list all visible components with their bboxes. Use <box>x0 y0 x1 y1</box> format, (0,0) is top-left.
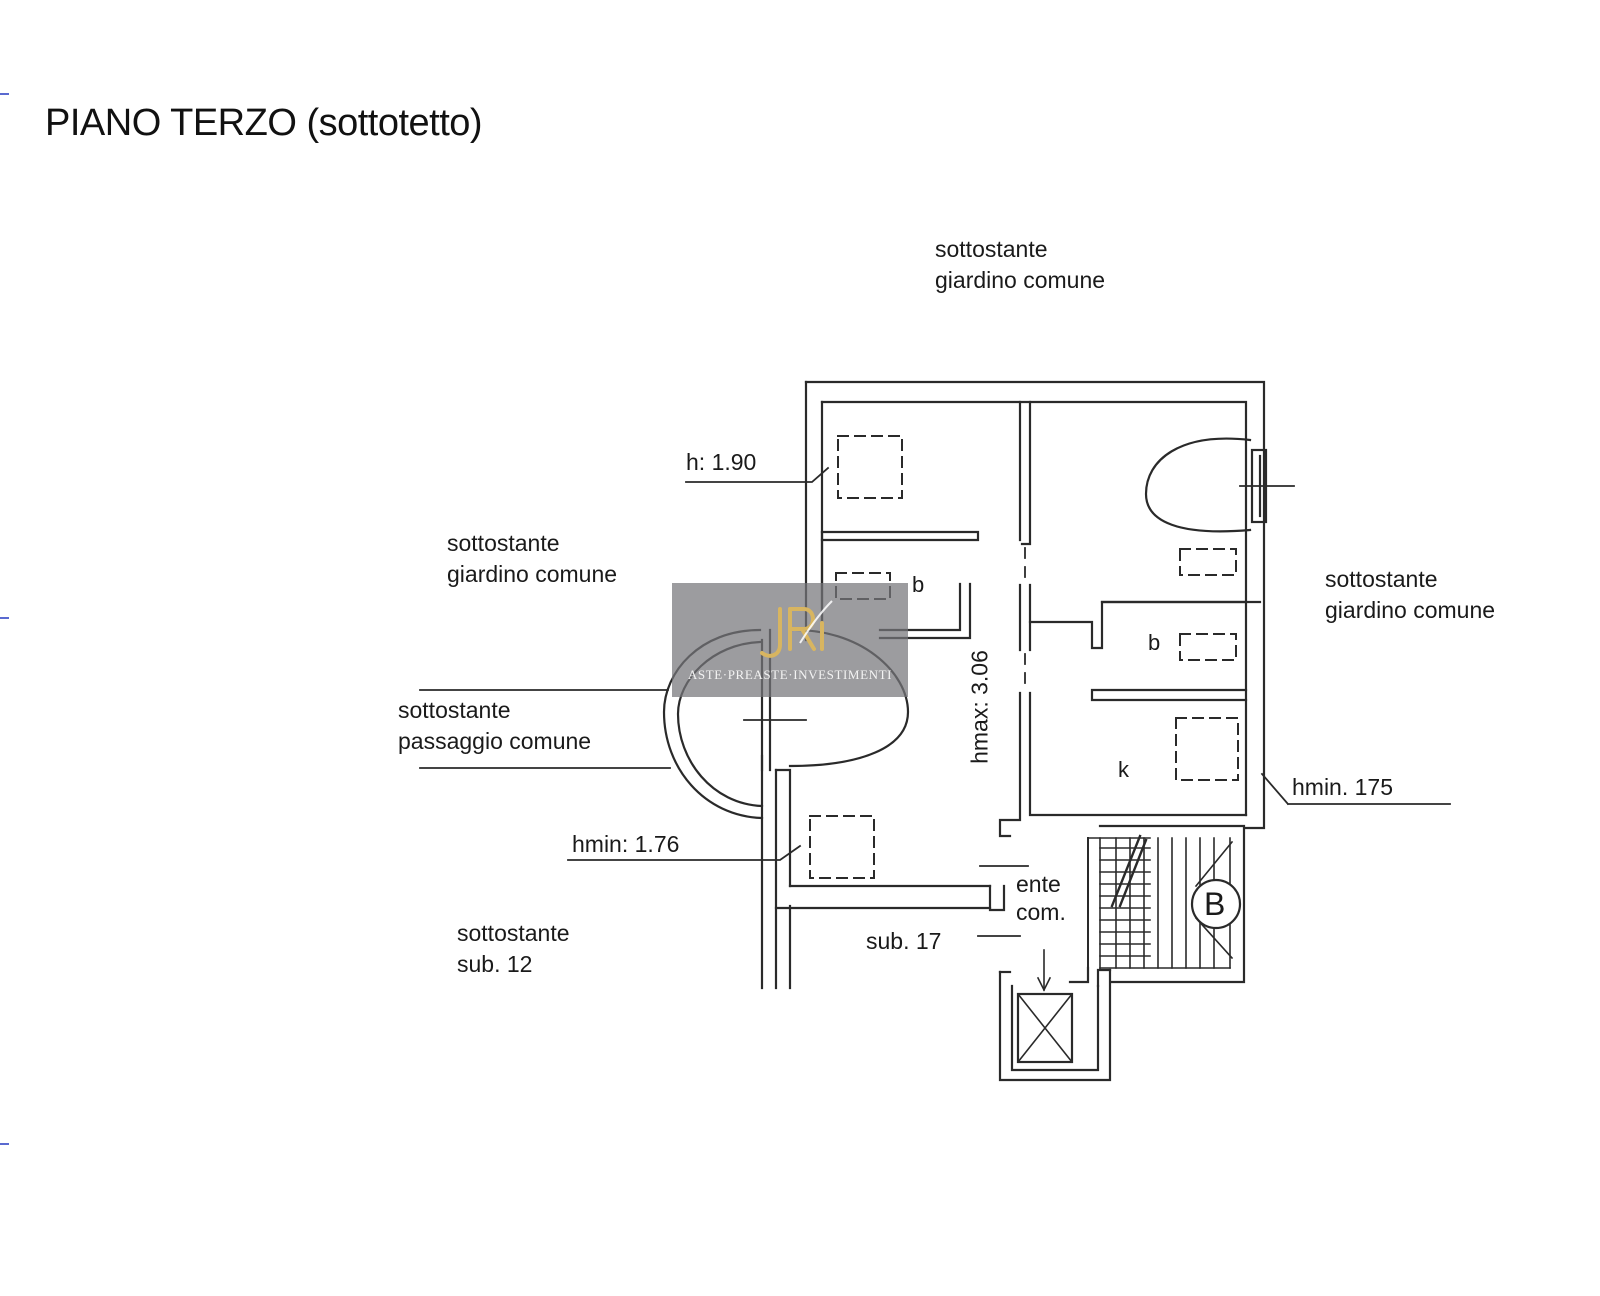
label-right-giardino: sottostante giardino comune <box>1325 564 1495 626</box>
edge-mark <box>0 1143 9 1145</box>
watermark: ASTE·PREASTE·INVESTIMENTI <box>672 583 908 697</box>
room-label-bath-1: b <box>912 572 925 597</box>
elevator-shaft <box>998 949 1112 1082</box>
label-line: passaggio comune <box>398 728 592 754</box>
stairs <box>1068 824 1246 984</box>
label-hmin176: hmin: 1.76 <box>572 831 680 857</box>
label-line: sub. 12 <box>457 951 533 977</box>
label-line: sottostante <box>447 530 560 556</box>
label-line: sottostante <box>935 236 1048 262</box>
label-line: sottostante <box>398 697 511 723</box>
label-hmax: hmax: 3.06 <box>966 650 993 764</box>
watermark-text: ASTE·PREASTE·INVESTIMENTI <box>687 667 893 682</box>
label-line: sottostante <box>1325 566 1438 592</box>
room-label-kitchen: k <box>1118 757 1129 782</box>
label-line: giardino comune <box>447 561 618 587</box>
edge-mark <box>0 93 9 95</box>
label-sub17: sub. 17 <box>866 928 942 954</box>
label-h190: h: 1.90 <box>686 449 757 475</box>
watermark-logo-icon <box>760 600 833 658</box>
leader-lines <box>567 466 1451 937</box>
right-bay <box>1144 437 1295 533</box>
interior-walls <box>820 400 1262 912</box>
label-line: sottostante <box>457 920 570 946</box>
label-left-giardino: sottostante giardino comune <box>447 528 617 590</box>
room-label-bath-2: b <box>1148 630 1161 655</box>
left-lower-walls <box>760 754 992 990</box>
label-line: ente <box>1016 871 1061 897</box>
label-passaggio: sottostante passaggio comune <box>398 695 591 757</box>
label-sub12: sottostante sub. 12 <box>457 918 570 980</box>
stair-marker-b: B <box>1204 886 1226 922</box>
label-ente-com: ente com. <box>1016 870 1066 926</box>
label-top-giardino: sottostante giardino comune <box>935 234 1105 296</box>
page-title: PIANO TERZO (sottotetto) <box>45 102 483 144</box>
label-line: com. <box>1016 899 1066 925</box>
edge-mark <box>0 617 9 619</box>
label-hmin175: hmin. 175 <box>1292 774 1394 800</box>
label-line: giardino comune <box>1325 597 1496 623</box>
label-line: giardino comune <box>935 267 1106 293</box>
